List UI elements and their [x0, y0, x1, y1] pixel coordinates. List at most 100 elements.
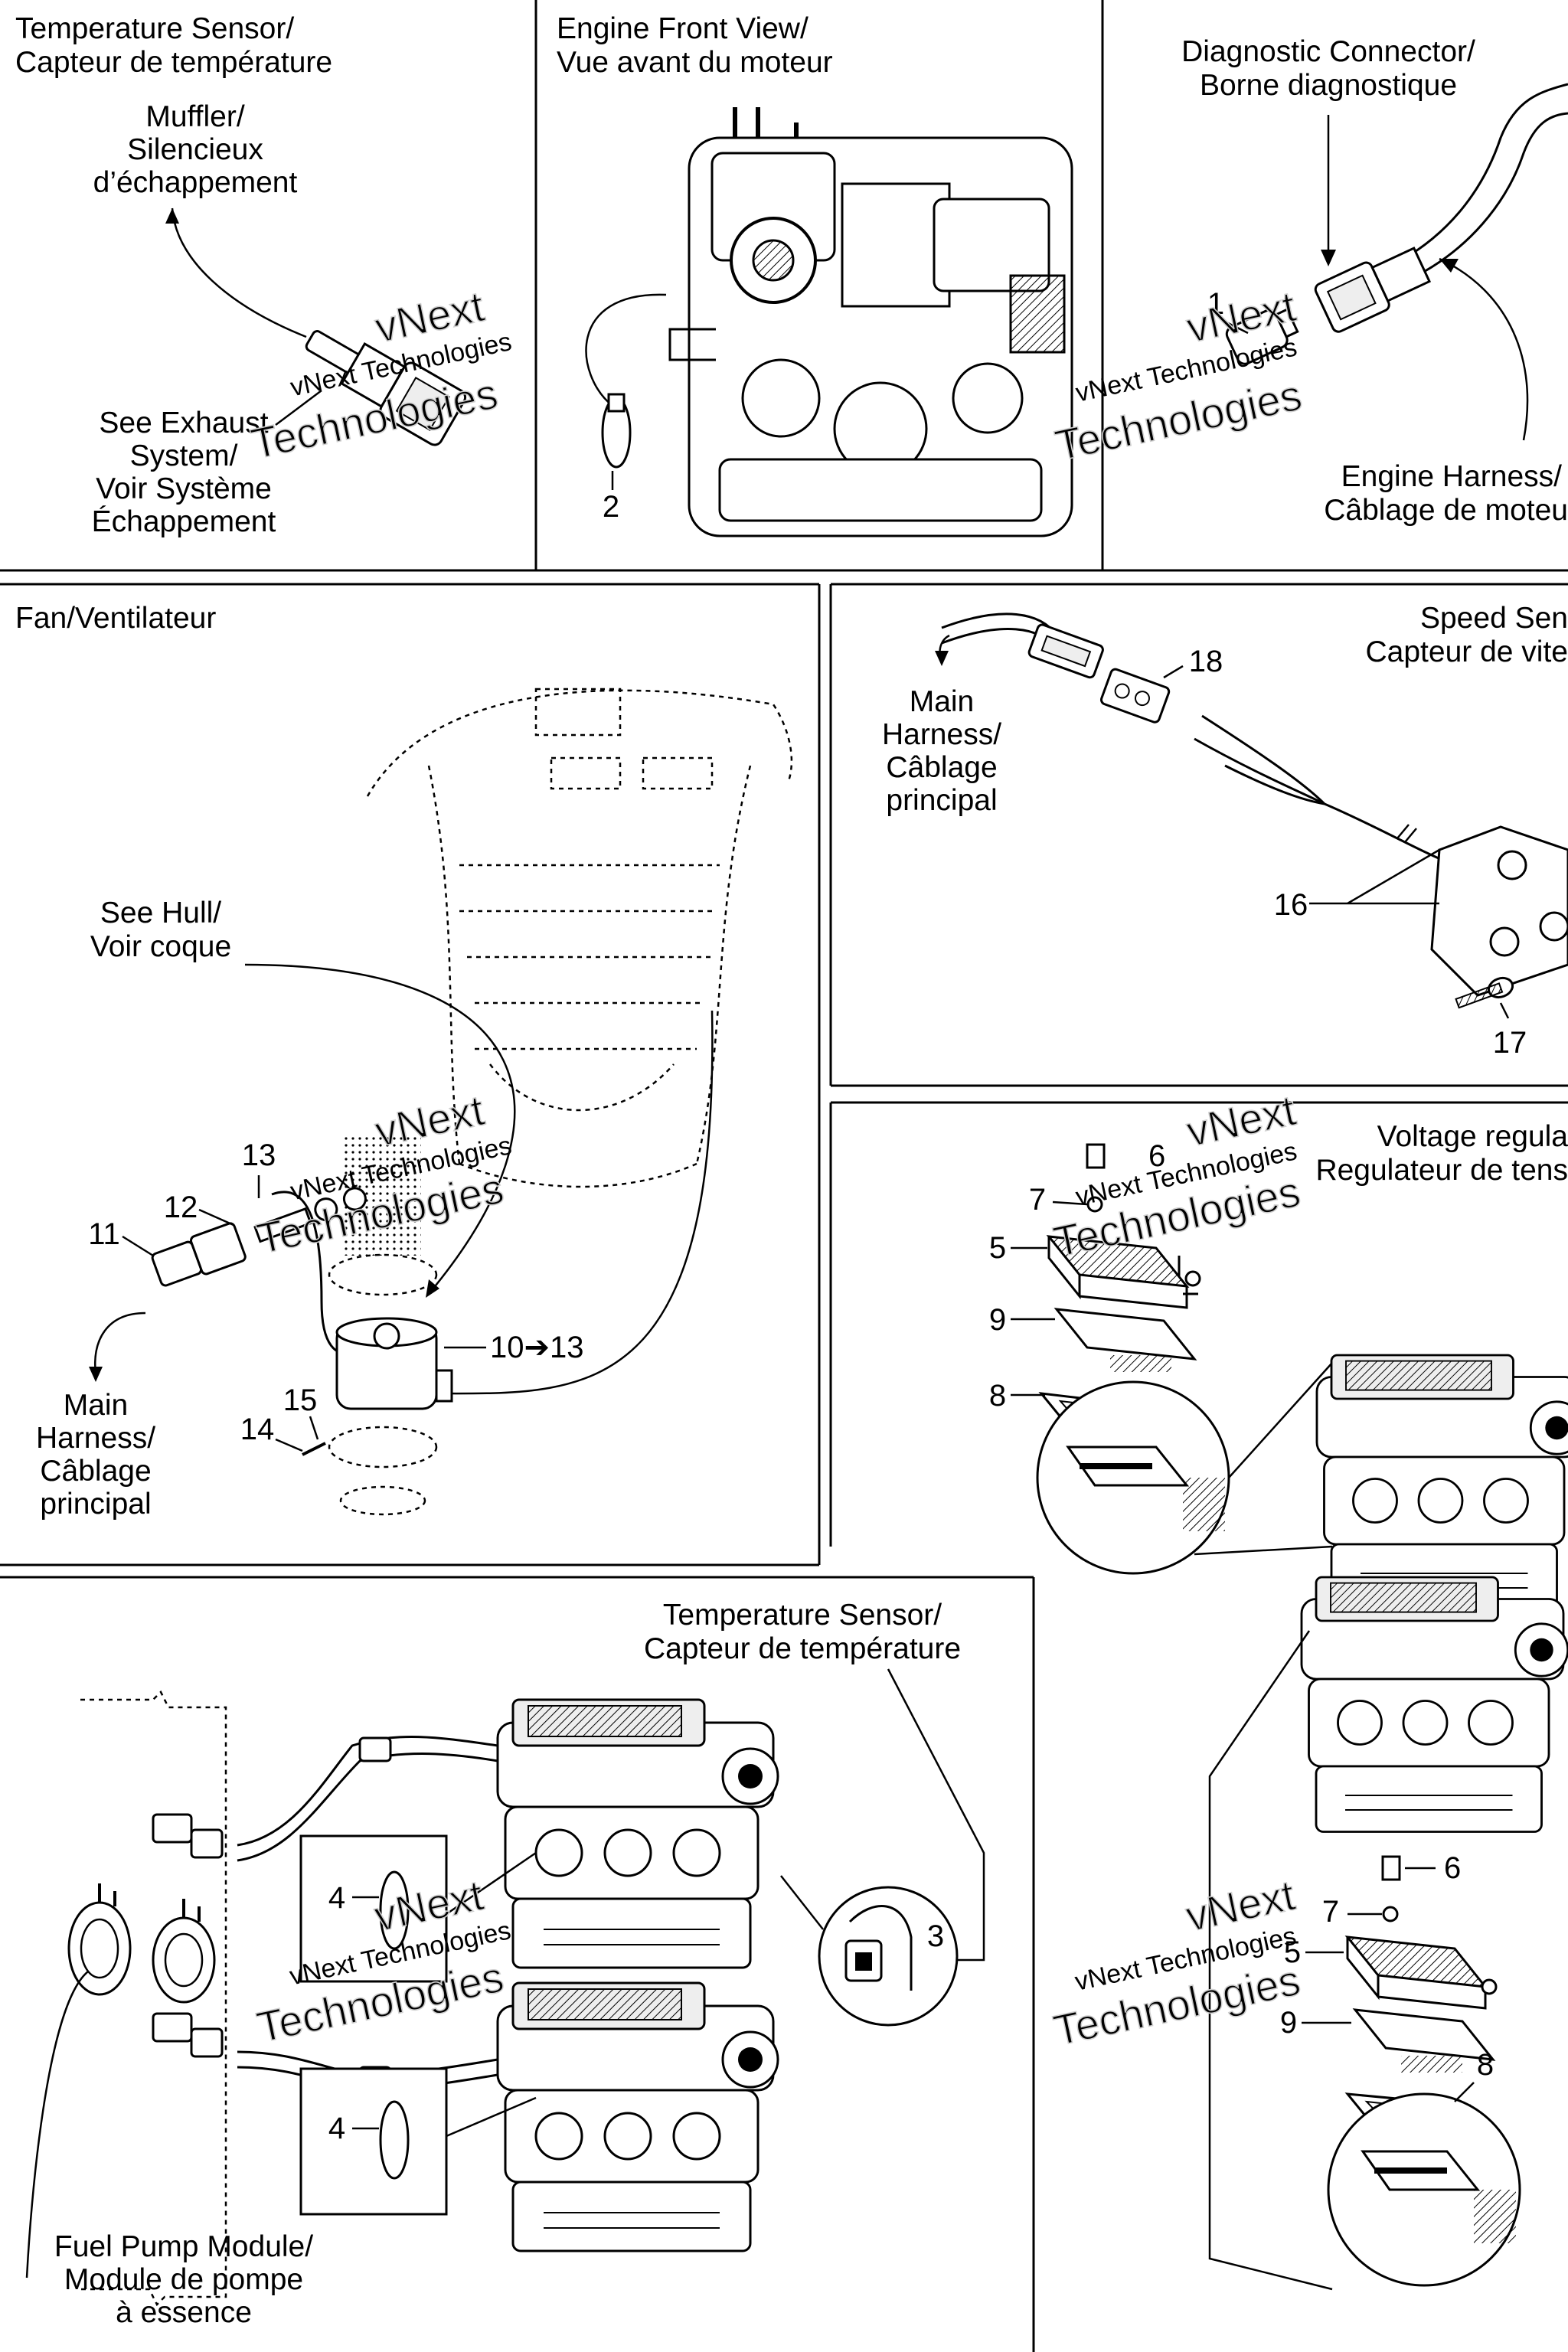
speed-sensor-body — [1430, 825, 1568, 997]
diagnostic-connector-part — [1314, 247, 1432, 333]
callout-16: 16 — [1274, 888, 1308, 922]
fuel-pump-module-left — [67, 1883, 132, 1996]
muffler-arrow — [171, 207, 307, 338]
engine-harness-label-en: Engine Harness/ — [1341, 460, 1562, 493]
temp-sensor-title-fr: Capteur de température — [15, 46, 332, 79]
temp-sensor-title-en: Temperature Sensor/ — [15, 12, 294, 45]
panel-diagnostic-connector: Diagnostic Connector/ Borne diagnostique… — [1181, 35, 1568, 527]
muffler-label-2: Silencieux — [127, 133, 263, 166]
watermark-2: vNext vNext Technologies Technologies — [1050, 281, 1306, 470]
fuel-pump-leader — [25, 1971, 89, 2278]
speed-sensor-title-en: Speed Sen — [1420, 602, 1568, 635]
speed-sensor-connector-part — [1099, 668, 1171, 724]
fan-title: Fan/Ventilateur — [15, 602, 216, 635]
temp-sensor-detail-circle — [818, 1886, 959, 2027]
exhaust-label-4: Échappement — [92, 505, 276, 538]
fuel-temp-title-fr: Capteur de température — [644, 1632, 961, 1665]
fuel-pump-label-3: à essence — [116, 2296, 252, 2329]
fuel-temp-title-en: Temperature Sensor/ — [663, 1599, 942, 1632]
speed-harness-connector — [1027, 623, 1104, 679]
fan-main-harness-4: principal — [40, 1488, 151, 1521]
speed-main-harness-2: Harness/ — [882, 718, 1001, 751]
callout-2: 2 — [603, 490, 619, 524]
diagnostic-title-fr: Borne diagnostique — [1200, 69, 1457, 102]
speed-main-harness-3: Câblage — [886, 751, 997, 784]
panel-fuel-pump-temperature: Temperature Sensor/ Capteur de températu… — [25, 1599, 985, 2329]
see-hull-label-en: See Hull/ — [100, 897, 221, 929]
fan-wire — [428, 1010, 714, 1395]
speed-sensor-screw — [1455, 976, 1514, 1009]
regulator-callout-7-bottom: 7 — [1322, 1895, 1339, 1929]
exhaust-label-1: See Exhaust — [99, 407, 268, 439]
watermark-5: vNext vNext Technologies Technologies — [252, 1870, 513, 2052]
voltage-regulator-title-fr: Regulateur de tens — [1315, 1154, 1568, 1187]
callout-18: 18 — [1189, 645, 1223, 678]
regulator-callout-5-top: 5 — [989, 1231, 1006, 1265]
engine-front-title-fr: Vue avant du moteur — [557, 46, 833, 79]
fan-main-harness-2: Harness/ — [36, 1422, 155, 1455]
speed-main-harness-4: principal — [886, 784, 997, 817]
panel-temperature-sensor: Temperature Sensor/ Capteur de températu… — [15, 12, 467, 538]
engine-harness-label-fr: Câblage de moteu — [1324, 494, 1568, 527]
regulator-callout-7-top: 7 — [1029, 1183, 1046, 1217]
regulator-callout-8-bottom: 8 — [1477, 2048, 1494, 2082]
callout-12: 12 — [164, 1191, 198, 1224]
muffler-label-3: d’échappement — [93, 166, 298, 199]
fuel-pump-module-right — [152, 1899, 216, 2004]
callout-1: 1 — [1207, 287, 1224, 321]
watermark-6: vNext vNext Technologies Technologies — [1049, 1870, 1305, 2055]
callout-15: 15 — [283, 1383, 318, 1417]
panel-engine-front-view: Engine Front View/ Vue avant du moteur 2 — [557, 12, 1073, 537]
engine-front-illustration — [668, 107, 1073, 537]
watermark-1: vNext vNext Technologies Technologies — [247, 281, 514, 469]
regulator-callout-9-top: 9 — [989, 1303, 1006, 1337]
muffler-arrowhead — [165, 208, 179, 224]
engine-front-wire — [585, 293, 667, 407]
cable-tie-detail-upper — [299, 1834, 448, 1983]
callout-17: 17 — [1493, 1026, 1527, 1060]
exhaust-leader — [275, 390, 322, 426]
muffler-label-1: Muffler/ — [145, 100, 244, 133]
fuel-pump-label-1: Fuel Pump Module/ — [54, 2230, 313, 2263]
panel-speed-sensor: Speed Sen Capteur de vite 18 16 — [882, 602, 1568, 1060]
callout-14: 14 — [240, 1413, 275, 1446]
fan-motor-part — [335, 1317, 453, 1410]
callout-11: 11 — [88, 1217, 120, 1251]
fuel-connectors-upper — [152, 1736, 392, 1859]
hull-outline — [328, 688, 793, 1516]
cable-tie-detail-lower — [299, 2067, 448, 2216]
regulator-callout-9-bottom: 9 — [1280, 2006, 1297, 2040]
regulator-callout-8-top: 8 — [989, 1379, 1006, 1413]
regulator-callout-5-bottom: 5 — [1284, 1936, 1301, 1969]
callout-13: 13 — [242, 1138, 276, 1172]
cable-tie-part — [601, 393, 632, 469]
regulator-callout-6-top: 6 — [1148, 1139, 1165, 1173]
speed-sensor-title-fr: Capteur de vite — [1366, 635, 1568, 668]
watermark-3: vNext vNext Technologies Technologies — [252, 1085, 514, 1263]
fuel-pump-label-2: Module de pompe — [64, 2263, 303, 2296]
voltage-regulator-title-en: Voltage regula — [1377, 1120, 1568, 1153]
engine-illustration-bottom — [1300, 1576, 1568, 1833]
exhaust-label-3: Voir Système — [96, 472, 272, 505]
panel-fan: Fan/Ventilateur See Hull/ Voir coque — [15, 602, 793, 1521]
diagnostic-cap-part — [1225, 308, 1299, 365]
fuel-tank-outline — [80, 1690, 227, 2307]
watermark-4: vNext vNext Technologies Technologies — [1049, 1085, 1305, 1266]
exhaust-label-2: System/ — [130, 439, 238, 472]
fuel-callout-4-upper: 4 — [328, 1881, 345, 1915]
engine-front-title-en: Engine Front View/ — [557, 12, 808, 45]
fuel-harness-upper — [237, 1735, 498, 1847]
fan-main-harness-3: Câblage — [40, 1455, 151, 1488]
callout-10-to-13: 10➔13 — [490, 1331, 584, 1364]
fan-main-harness-1: Main — [64, 1389, 129, 1422]
engine-harness-arrow — [1439, 257, 1529, 441]
speed-main-harness-1: Main — [910, 685, 975, 718]
engine-illustration-top — [1315, 1354, 1568, 1611]
diagnostic-title-en: Diagnostic Connector/ — [1181, 35, 1475, 68]
see-hull-label-fr: Voir coque — [90, 930, 231, 963]
fuel-callout-4-lower: 4 — [328, 2112, 345, 2145]
regulator-callout-6-bottom: 6 — [1444, 1851, 1461, 1885]
panel-voltage-regulator: Voltage regula Regulateur de tens 6 7 5 … — [989, 1120, 1568, 2291]
